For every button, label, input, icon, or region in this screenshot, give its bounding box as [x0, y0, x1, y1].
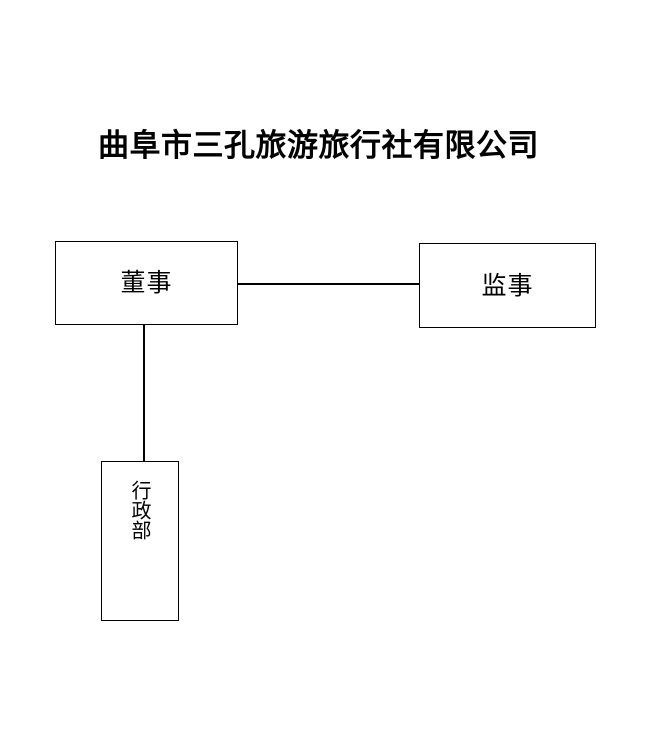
org-node-admin-department[interactable]: 行政部 — [101, 461, 179, 621]
page-title: 曲阜市三孔旅游旅行社有限公司 — [98, 128, 539, 164]
org-node-supervisor[interactable]: 监事 — [419, 243, 596, 328]
org-node-director[interactable]: 董事 — [55, 241, 238, 325]
org-node-admin-department-label: 行政部 — [128, 480, 152, 540]
org-node-director-label: 董事 — [120, 268, 173, 298]
connector-director-to-supervisor — [236, 283, 420, 285]
connector-director-to-admin — [143, 324, 145, 462]
org-node-supervisor-label: 监事 — [481, 270, 534, 300]
